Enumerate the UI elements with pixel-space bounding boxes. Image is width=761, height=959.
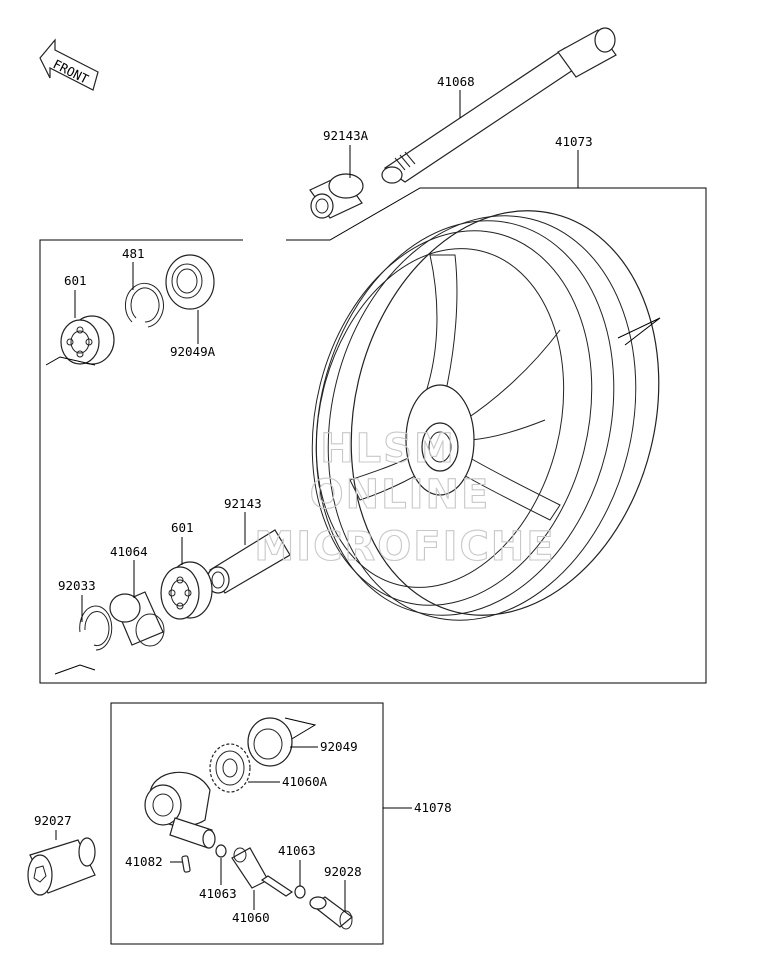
part-label-41064: 41064 [110,544,148,559]
part-labels: 41068 92143A 41073 481 601 92049A 92143 … [34,74,593,925]
part-label-92049: 92049 [320,739,358,754]
bearing-601-top [60,315,115,365]
watermark-line-1: HLSM [320,426,456,472]
part-label-601-top: 601 [64,273,87,288]
watermark-line-3: MICROFICHE [254,524,555,570]
wheel-assembly-box [39,187,707,684]
speedometer-gear-box [110,702,384,945]
part-label-41078: 41078 [414,800,452,815]
bushing-92028 [309,896,353,930]
collar-92143 [206,529,291,594]
part-label-41060a: 41060A [282,774,328,789]
watermark: HLSM ONLINE MICROFICHE [254,425,555,570]
part-label-92033: 92033 [58,578,96,593]
part-label-41060: 41060 [232,910,270,925]
spacer-41064 [109,591,165,647]
front-arrow-icon: FRONT [39,38,99,91]
part-label-92143a: 92143A [323,128,369,143]
collar-92143a [309,173,364,219]
watermark-line-2: ONLINE [310,472,491,518]
part-label-92143: 92143 [224,496,262,511]
part-label-601-bottom: 601 [171,520,194,535]
bearing-601-bottom [160,561,213,620]
part-label-92027: 92027 [34,813,72,828]
part-label-41063-right: 41063 [278,843,316,858]
part-label-481: 481 [122,246,145,261]
part-label-41068: 41068 [437,74,475,89]
circlip-481 [124,282,164,328]
axle-shaft [381,27,617,184]
bushing-92027 [27,837,96,896]
part-label-92049a: 92049A [170,344,216,359]
washer-41063-left [215,844,227,858]
part-label-41073: 41073 [555,134,593,149]
pinion-41060 [231,847,294,897]
part-label-41063-left: 41063 [199,886,237,901]
front-wheel-rim [311,210,660,621]
washer-41063-right [294,885,306,899]
gear-housing-41078 [144,771,216,849]
leader-lines [55,90,579,912]
pin-41082 [181,855,191,873]
oil-seal-92049 [247,717,293,767]
oil-seal-92049a [165,254,215,310]
gear-41060a [209,743,251,793]
part-label-92028: 92028 [324,864,362,879]
circlip-92033 [79,605,113,651]
part-label-41082: 41082 [125,854,163,869]
